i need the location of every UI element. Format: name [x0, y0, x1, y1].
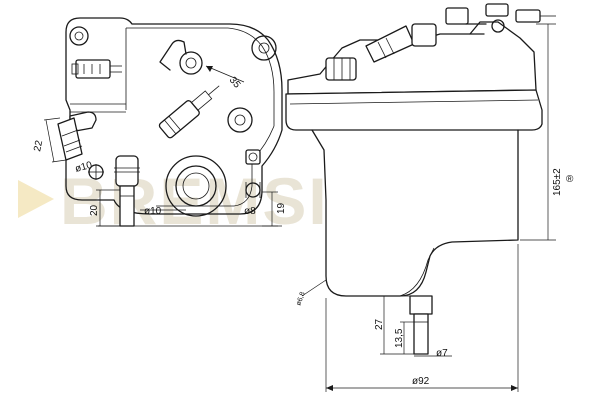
collar-line [289, 99, 539, 105]
mount-boss-right-inner [234, 114, 246, 126]
side-connector [325, 57, 357, 81]
central-bore-outer [165, 155, 227, 217]
dim-22-ext-b [51, 159, 67, 163]
locating-pin [245, 149, 261, 198]
side-inlet-pipe [365, 23, 437, 63]
watermark-registered-mark: ® [566, 174, 574, 185]
sensor-connector [71, 59, 122, 79]
dim-92-arrow-right [511, 385, 518, 391]
dim-bottom-leader [301, 279, 327, 297]
central-bore-inner [182, 172, 210, 200]
outlet-stub [114, 155, 140, 227]
dim-22-line [45, 119, 55, 163]
watermark-triangle [18, 180, 54, 218]
dim-35-arrow [206, 66, 213, 72]
dim-92-label: ø92 [412, 376, 430, 387]
mount-boss-middle [179, 51, 203, 75]
dim-bore-diameter-label: ø10 [144, 206, 162, 217]
dim-outlet-diameter-label: ø7 [436, 348, 448, 359]
right-view: 165±2 ø6,8 27 13,5 ø7 ø92 [285, 3, 563, 392]
mount-hole-top-left [69, 26, 89, 46]
filter-collar [285, 89, 543, 131]
body-taper [399, 247, 435, 297]
mount-hole-top-left-inner [74, 31, 84, 41]
dim-22-label: 22 [32, 139, 45, 153]
brand-watermark: BREMSI ® [18, 164, 574, 238]
dim-27-label: 27 [374, 318, 385, 330]
water-sensor [158, 85, 220, 139]
head-outline [65, 17, 283, 215]
dim-19-label: 19 [276, 202, 287, 214]
dim-35-line [205, 65, 245, 83]
dim-20-label: 20 [89, 204, 100, 216]
vent-channel [159, 39, 187, 71]
filter-body [311, 129, 519, 297]
inlet-pipe [57, 111, 97, 161]
dim-height-label: 165±2 [552, 168, 563, 196]
dim-22-ext-a [43, 117, 61, 121]
mount-boss-right [227, 107, 253, 133]
bottom-outlet [409, 295, 433, 355]
central-bore-ring [175, 165, 217, 207]
dim-bottom-diameter-label: ø6,8 [295, 291, 306, 307]
dim-92-arrow-left [326, 385, 333, 391]
dim-35-label: 35 [227, 75, 243, 91]
mount-boss-middle-inner [185, 57, 197, 69]
top-fittings [445, 3, 556, 35]
dim-13-5-label: 13,5 [394, 328, 405, 348]
mount-hole-top-right-inner [258, 42, 270, 54]
mount-hole-top-right [251, 35, 277, 61]
dim-pin-diameter-label: ø8 [244, 206, 256, 217]
left-view: 35 22 ø10 20 [32, 17, 287, 227]
